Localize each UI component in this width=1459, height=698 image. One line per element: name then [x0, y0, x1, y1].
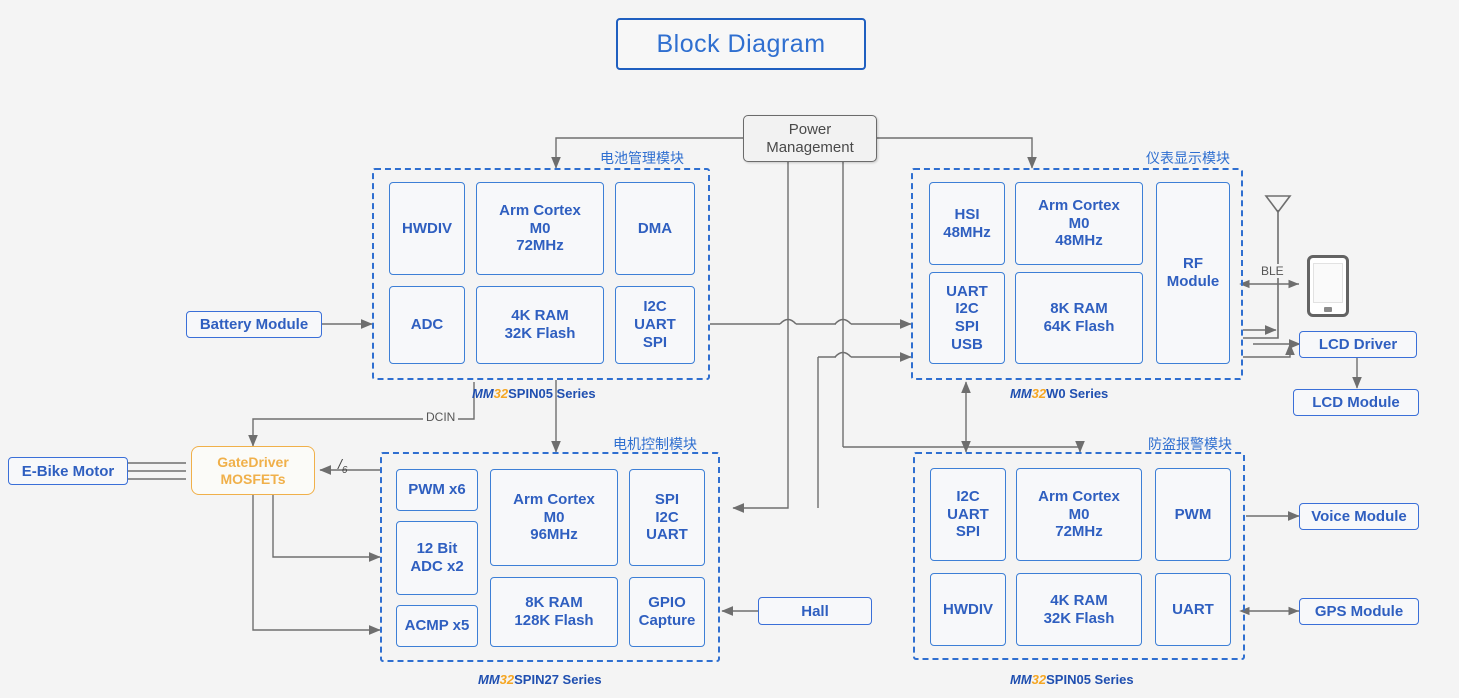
module-motor-control-series: MM32SPIN27 Series — [478, 672, 602, 687]
hall-box[interactable]: Hall — [758, 597, 872, 625]
cell-battery-dma: DMA — [615, 182, 695, 275]
cell-motor-adc: 12 Bit ADC x2 — [396, 521, 478, 595]
battery-module-box[interactable]: Battery Module — [186, 311, 322, 338]
power-management-block: Power Management — [743, 115, 877, 162]
cell-display-arm-cortex: Arm Cortex M0 48MHz — [1015, 182, 1143, 265]
smartphone-icon — [1307, 255, 1349, 317]
series-mm: MM — [1010, 386, 1032, 401]
wire-label-dcin: DCIN — [423, 410, 459, 424]
cell-motor-interfaces: SPI I2C UART — [629, 469, 705, 566]
power-management-line1: Power — [788, 121, 832, 139]
cell-alarm-pwm: PWM — [1155, 468, 1231, 561]
wire-label-six-phase: /6 — [338, 456, 348, 476]
module-battery-management-label: 电池管理模块 — [600, 151, 684, 167]
ebike-motor-box[interactable]: E-Bike Motor — [8, 457, 128, 485]
lcd-module-box[interactable]: LCD Module — [1293, 389, 1419, 416]
cell-battery-adc: ADC — [389, 286, 465, 364]
cell-battery-memory: 4K RAM 32K Flash — [476, 286, 604, 364]
voice-module-box[interactable]: Voice Module — [1299, 503, 1419, 530]
gate-driver-mosfets-box[interactable]: GateDriver MOSFETs — [191, 446, 315, 495]
power-management-line2: Management — [766, 138, 854, 156]
cell-display-hsi: HSI 48MHz — [929, 182, 1005, 265]
cell-motor-acmp: ACMP x5 — [396, 605, 478, 647]
cell-motor-gpio: GPIO Capture — [629, 577, 705, 647]
cell-motor-arm-cortex: Arm Cortex M0 96MHz — [490, 469, 618, 566]
smartphone-screen — [1313, 263, 1343, 303]
smartphone-home-button — [1324, 307, 1332, 312]
gps-module-box[interactable]: GPS Module — [1299, 598, 1419, 625]
series-rest: SPIN05 Series — [1046, 672, 1134, 687]
series-rest: W0 Series — [1046, 386, 1109, 401]
module-motor-control — [380, 452, 720, 662]
module-motor-control-label: 电机控制模块 — [613, 437, 697, 453]
module-instrument-display — [911, 168, 1243, 380]
cell-display-rf-module: RF Module — [1156, 182, 1230, 364]
cell-alarm-hwdiv: HWDIV — [930, 573, 1006, 646]
module-battery-management — [372, 168, 710, 380]
series-32: 32 — [499, 672, 515, 687]
cell-display-memory: 8K RAM 64K Flash — [1015, 272, 1143, 364]
module-instrument-display-series: MM32W0 Series — [1010, 386, 1108, 401]
series-rest: SPIN27 Series — [514, 672, 602, 687]
series-rest: SPIN05 Series — [508, 386, 596, 401]
cell-battery-interfaces: I2C UART SPI — [615, 286, 695, 364]
cell-battery-hwdiv: HWDIV — [389, 182, 465, 275]
module-battery-management-series: MM32SPIN05 Series — [472, 386, 596, 401]
cell-motor-memory: 8K RAM 128K Flash — [490, 577, 618, 647]
cell-alarm-arm-cortex: Arm Cortex M0 72MHz — [1016, 468, 1142, 561]
series-32: 32 — [1031, 672, 1047, 687]
cell-battery-arm-cortex: Arm Cortex M0 72MHz — [476, 182, 604, 275]
page-title: Block Diagram — [616, 18, 866, 70]
cell-display-interfaces: UART I2C SPI USB — [929, 272, 1005, 364]
series-32: 32 — [1031, 386, 1047, 401]
series-mm: MM — [478, 672, 500, 687]
module-instrument-display-label: 仪表显示模块 — [1146, 151, 1230, 167]
cell-motor-pwm: PWM x6 — [396, 469, 478, 511]
wire-label-ble: BLE — [1258, 264, 1287, 278]
module-anti-theft-alarm-series: MM32SPIN05 Series — [1010, 672, 1134, 687]
cell-alarm-memory: 4K RAM 32K Flash — [1016, 573, 1142, 646]
series-mm: MM — [1010, 672, 1032, 687]
module-anti-theft-alarm-label: 防盗报警模块 — [1148, 437, 1232, 453]
lcd-driver-box[interactable]: LCD Driver — [1299, 331, 1417, 358]
series-32: 32 — [493, 386, 509, 401]
module-anti-theft-alarm — [913, 452, 1245, 660]
cell-alarm-uart: UART — [1155, 573, 1231, 646]
cell-alarm-interfaces: I2C UART SPI — [930, 468, 1006, 561]
series-mm: MM — [472, 386, 494, 401]
